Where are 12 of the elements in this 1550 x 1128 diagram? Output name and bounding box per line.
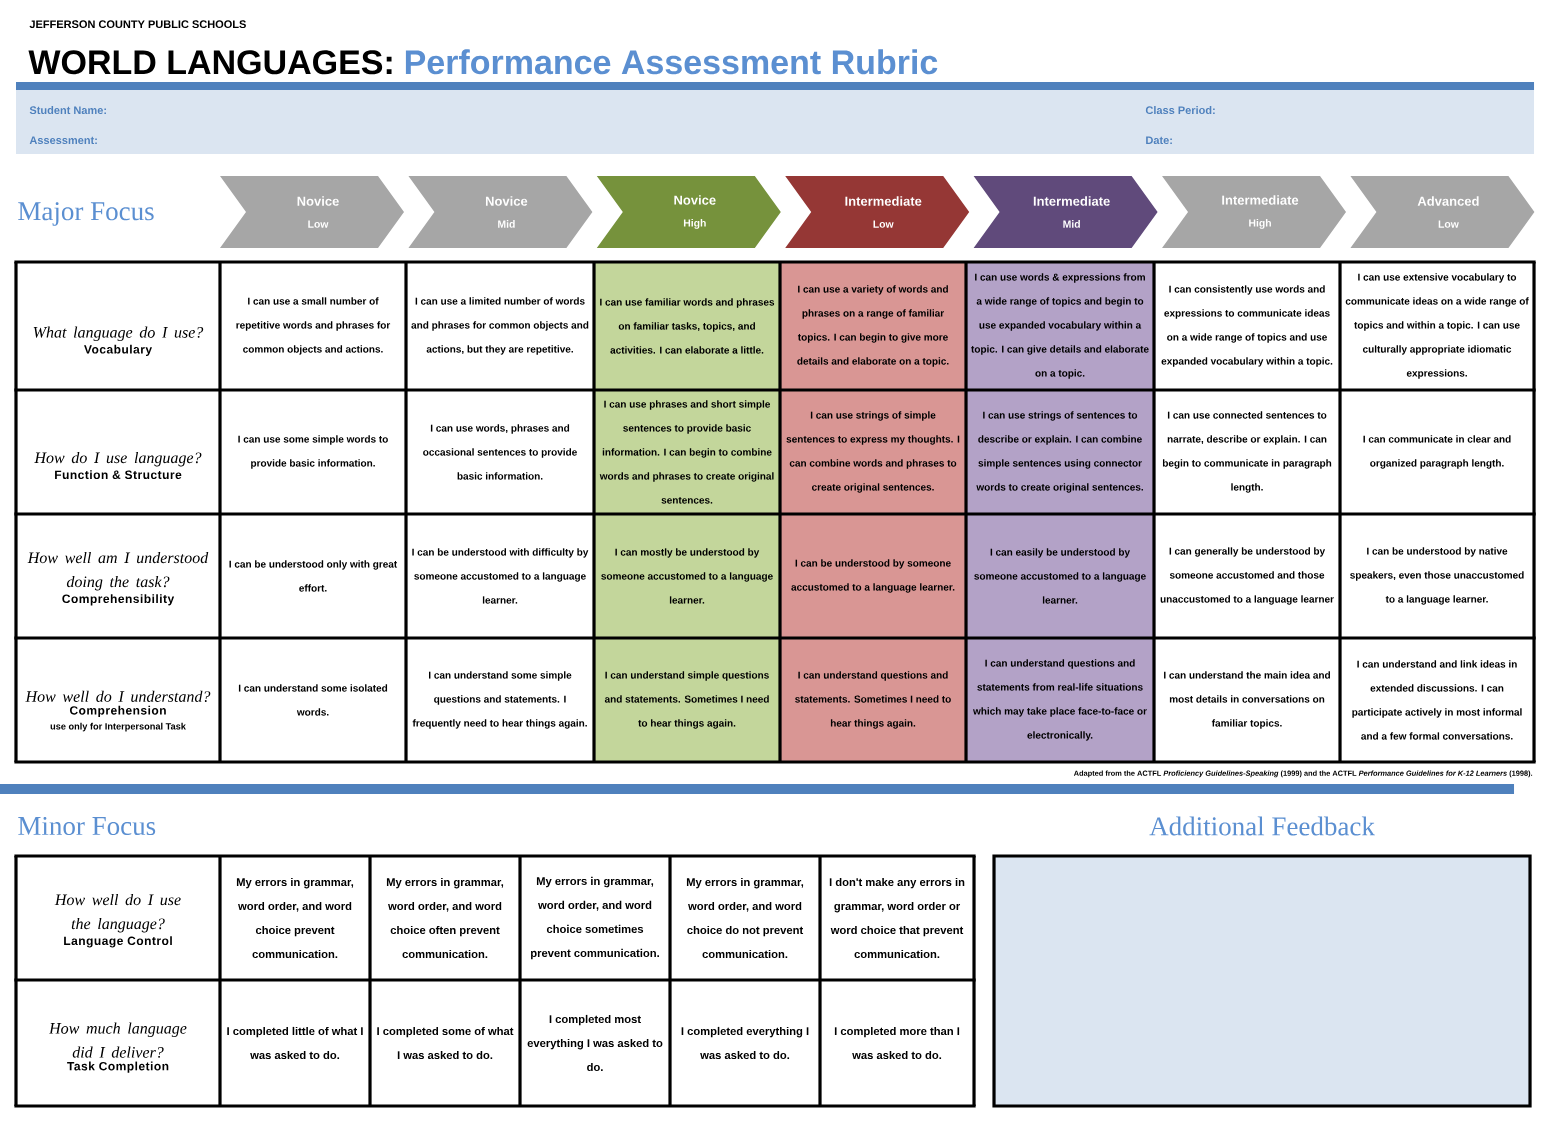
section-heading: Minor Focus xyxy=(18,816,156,836)
feedback-box: Additional Feedback xyxy=(992,816,1532,1108)
handwritten-question: How well am I understood doing the task? xyxy=(27,551,209,591)
handwritten-question: What language do I use? xyxy=(33,326,204,341)
section-heading: Major Focus xyxy=(18,202,154,226)
handwritten-question: How well do I understand? xyxy=(25,690,211,702)
node-label: Additional Feedback xyxy=(1149,816,1375,836)
subtitle-text: Performance Assessment Rubric xyxy=(405,49,938,75)
handwritten-question: How do I use language? xyxy=(34,451,202,467)
title-text: WORLD LANGUAGES: xyxy=(28,50,392,75)
handwritten-question: How much language did I deliver? xyxy=(48,1022,187,1058)
handwritten-question: How well do I use the language? xyxy=(54,893,181,933)
